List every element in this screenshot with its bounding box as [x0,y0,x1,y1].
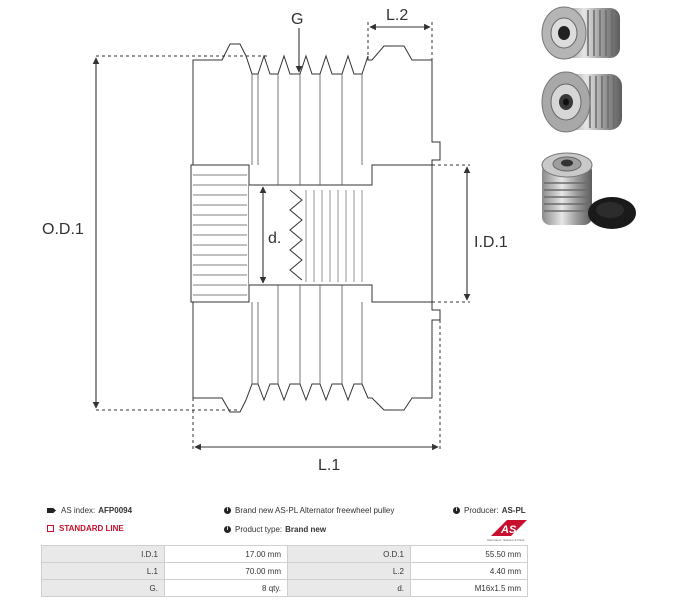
label-length2: L.2 [386,7,408,24]
dimension-arrows [92,23,471,451]
thread-profile [289,189,303,281]
svg-text:AS: AS [500,524,517,536]
label-inner-diameter: I.D.1 [474,234,508,251]
spec-label: L.1 [41,562,165,580]
product-type-label: Product type: [235,525,283,534]
as-index-value: AFP0094 [98,506,133,515]
label-thread-diameter: d. [268,230,281,247]
info-icon: i [224,526,231,533]
spec-value: M16x1.5 mm [410,579,528,597]
spec-label: I.D.1 [41,545,165,563]
product-description: i Brand new AS-PL Alternator freewheel p… [224,506,394,515]
spec-value: 70.00 mm [164,562,288,580]
label-length1: L.1 [318,457,340,474]
spec-value: 8 qty. [164,579,288,597]
spec-label: d. [287,579,411,597]
table-row: G. 8 qty. d. M16x1.5 mm [41,579,528,597]
description-text: Brand new AS-PL Alternator freewheel pul… [235,506,395,515]
inner-bore [249,164,433,303]
standard-line-text: STANDARD LINE [59,524,124,533]
product-type: i Product type: Brand new [224,525,326,534]
producer-label: Producer: [464,506,499,515]
spec-value: 55.50 mm [410,545,528,563]
checkbox-icon [47,525,54,532]
info-icon: i [453,507,460,514]
spec-value: 17.00 mm [164,545,288,563]
hub-knurled-block [190,164,250,303]
producer: i Producer: AS-PL [453,506,526,515]
label-outer-diameter: O.D.1 [42,221,84,238]
pulley-photo-cap [541,152,636,229]
as-index: AS index: AFP0094 [47,506,132,515]
pulley-technical-drawing: G L.2 O.D.1 I.D.1 d. L.1 [42,7,508,474]
product-type-value: Brand new [285,525,327,534]
tag-icon [47,508,56,513]
spec-label: G. [41,579,165,597]
producer-value: AS-PL [501,506,526,515]
specs-table: I.D.1 17.00 mm O.D.1 55.50 mm L.1 70.00 … [41,545,528,597]
label-groove: G [291,11,303,28]
spec-label: O.D.1 [287,545,411,563]
table-row: I.D.1 17.00 mm O.D.1 55.50 mm [41,545,528,563]
svg-text:Alternators, Starters & Parts: Alternators, Starters & Parts [487,538,525,542]
knurl-lines [193,174,247,296]
info-icon: i [224,507,231,514]
as-pl-logo: AS Alternators, Starters & Parts [487,520,527,542]
spec-label: L.2 [287,562,411,580]
extension-lines [96,22,470,452]
table-row: L.1 70.00 mm L.2 4.40 mm [41,562,528,580]
pulley-photo-front [541,6,620,60]
as-index-label: AS index: [61,506,96,515]
spec-value: 4.40 mm [410,562,528,580]
groove-lines [251,74,363,384]
thread-hatching [305,190,363,282]
pulley-photo-angle [541,71,622,133]
standard-line: STANDARD LINE [47,524,124,533]
